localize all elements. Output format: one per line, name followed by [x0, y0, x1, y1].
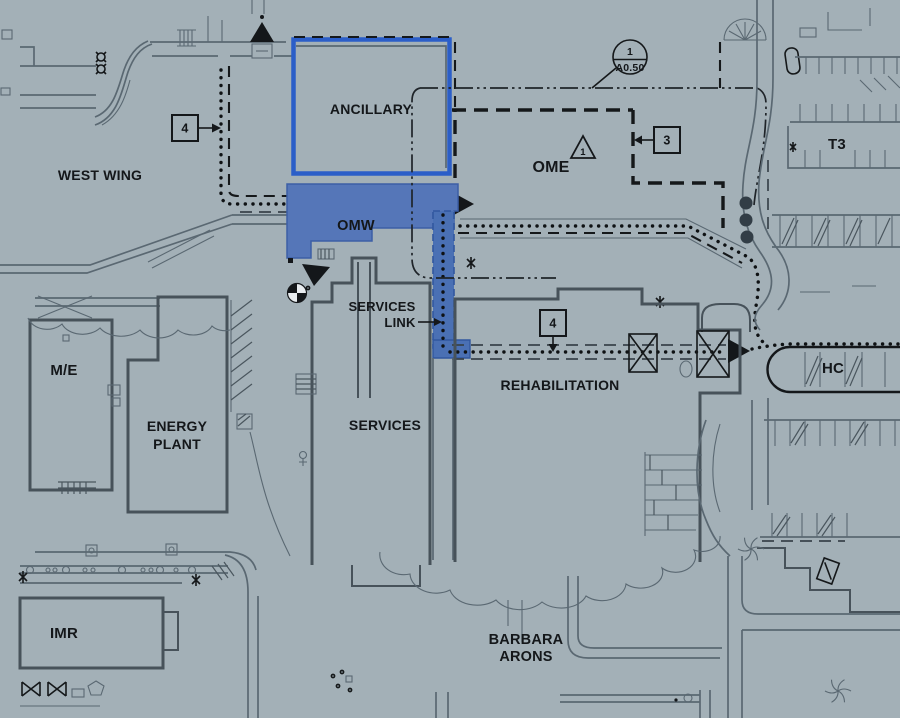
delta-triangle-icon — [569, 134, 597, 159]
keynote-number: 3 — [663, 134, 670, 148]
site-asterisks — [466, 257, 665, 308]
label-services-link-2: LINK — [384, 315, 416, 330]
leader-arrow-icon — [634, 135, 642, 145]
omw-site-symbols — [286, 258, 330, 304]
label-services-link-1: SERVICES — [348, 299, 415, 314]
light-symbol-icon — [96, 64, 106, 74]
label-imr: IMR — [50, 625, 78, 642]
valve-icon — [47, 681, 67, 697]
route-ome-south — [458, 218, 766, 345]
light-symbol-icon — [96, 52, 106, 62]
corridor-walls — [432, 358, 454, 560]
palm-tree-icon — [737, 537, 765, 561]
southwest-drive-linework — [0, 214, 287, 274]
keynote-number: 4 — [181, 122, 188, 136]
leader-arrow-icon — [548, 344, 558, 352]
omw-highlight-zone[interactable] — [286, 183, 459, 259]
pentagon-mark-icon — [87, 680, 105, 696]
imr-area — [18, 543, 259, 718]
rehabilitation-building — [453, 287, 751, 562]
hc-parking-island: HC — [766, 345, 900, 394]
detail-callout: 1 A0.50 — [591, 39, 648, 89]
east-road-linework — [696, 0, 900, 718]
south-road-linework — [560, 576, 722, 718]
match-line — [411, 87, 767, 279]
ancillary-highlight-zone[interactable] — [291, 35, 457, 176]
ome-boundary — [452, 42, 725, 228]
plan-labels: WEST WING ANCILLARY OME OMW SERVICES LIN… — [50, 101, 846, 665]
southeast-parking — [757, 419, 900, 613]
tree-canopy-line — [27, 317, 231, 339]
keynote-3-ome: 3 — [634, 126, 681, 154]
gate-symbol-icon — [191, 574, 201, 586]
link-corridor-elbow[interactable] — [432, 339, 471, 359]
revision-marker: 1 — [569, 134, 597, 159]
utility-symbols-west — [95, 51, 107, 75]
label-services: SERVICES — [349, 417, 421, 433]
valve-icon — [21, 681, 41, 697]
callout-bubble-icon — [612, 39, 648, 75]
label-barbara-2: ARONS — [499, 649, 552, 665]
west-roads-linework — [0, 0, 292, 126]
rehab-south-parking-rows — [644, 452, 702, 536]
kiosk-icon — [815, 556, 841, 586]
services-building — [295, 248, 432, 587]
label-rehabilitation: REHABILITATION — [501, 377, 620, 393]
tree-icon — [739, 213, 753, 227]
omw-highlight-fill[interactable] — [286, 183, 459, 259]
northeast-parking — [784, 8, 900, 169]
revision-number: 1 — [580, 147, 586, 158]
callout-sheet-number: A0.50 — [615, 62, 644, 74]
tree-icon — [739, 196, 753, 210]
keynote-4-center: 4 — [539, 309, 567, 352]
keynote-4-west: 4 — [171, 114, 221, 142]
gate-symbol-icon — [18, 571, 28, 583]
palm-tree-icon — [824, 679, 852, 703]
label-energy-1: ENERGY — [147, 418, 208, 434]
bottom-center-marks — [330, 600, 523, 718]
flow-arrow-down-icon — [302, 264, 330, 286]
ancillary-highlight-outline[interactable] — [291, 37, 452, 176]
label-ancillary: ANCILLARY — [330, 101, 413, 117]
label-me: M/E — [50, 362, 77, 379]
label-barbara-1: BARBARA — [489, 632, 564, 648]
north-arrow-icon — [250, 22, 274, 42]
star-mark-icon — [789, 142, 797, 152]
leader-arrow-icon — [212, 123, 221, 133]
label-t3: T3 — [828, 136, 846, 153]
label-omw: OMW — [337, 218, 375, 234]
fan-tree-icon — [723, 18, 767, 41]
label-west-wing: WEST WING — [58, 167, 142, 183]
callout-detail-number: 1 — [627, 46, 633, 58]
energy-plant-building — [126, 295, 229, 514]
car-icon — [784, 47, 801, 75]
keynote-number: 4 — [549, 317, 556, 331]
southwest-utility-symbols — [20, 680, 105, 707]
label-energy-2: PLANT — [153, 436, 201, 452]
services-link-leader — [418, 318, 442, 326]
leader-arrow-icon — [434, 318, 442, 326]
embankment-hatch — [230, 299, 291, 557]
east-hatched-stalls — [772, 214, 900, 293]
tree-icon — [740, 230, 754, 244]
tree-canopy-line — [379, 535, 721, 611]
me-building — [28, 295, 160, 494]
label-ome: OME — [532, 159, 569, 176]
label-hc: HC — [822, 360, 844, 377]
north-marker — [250, 15, 274, 59]
